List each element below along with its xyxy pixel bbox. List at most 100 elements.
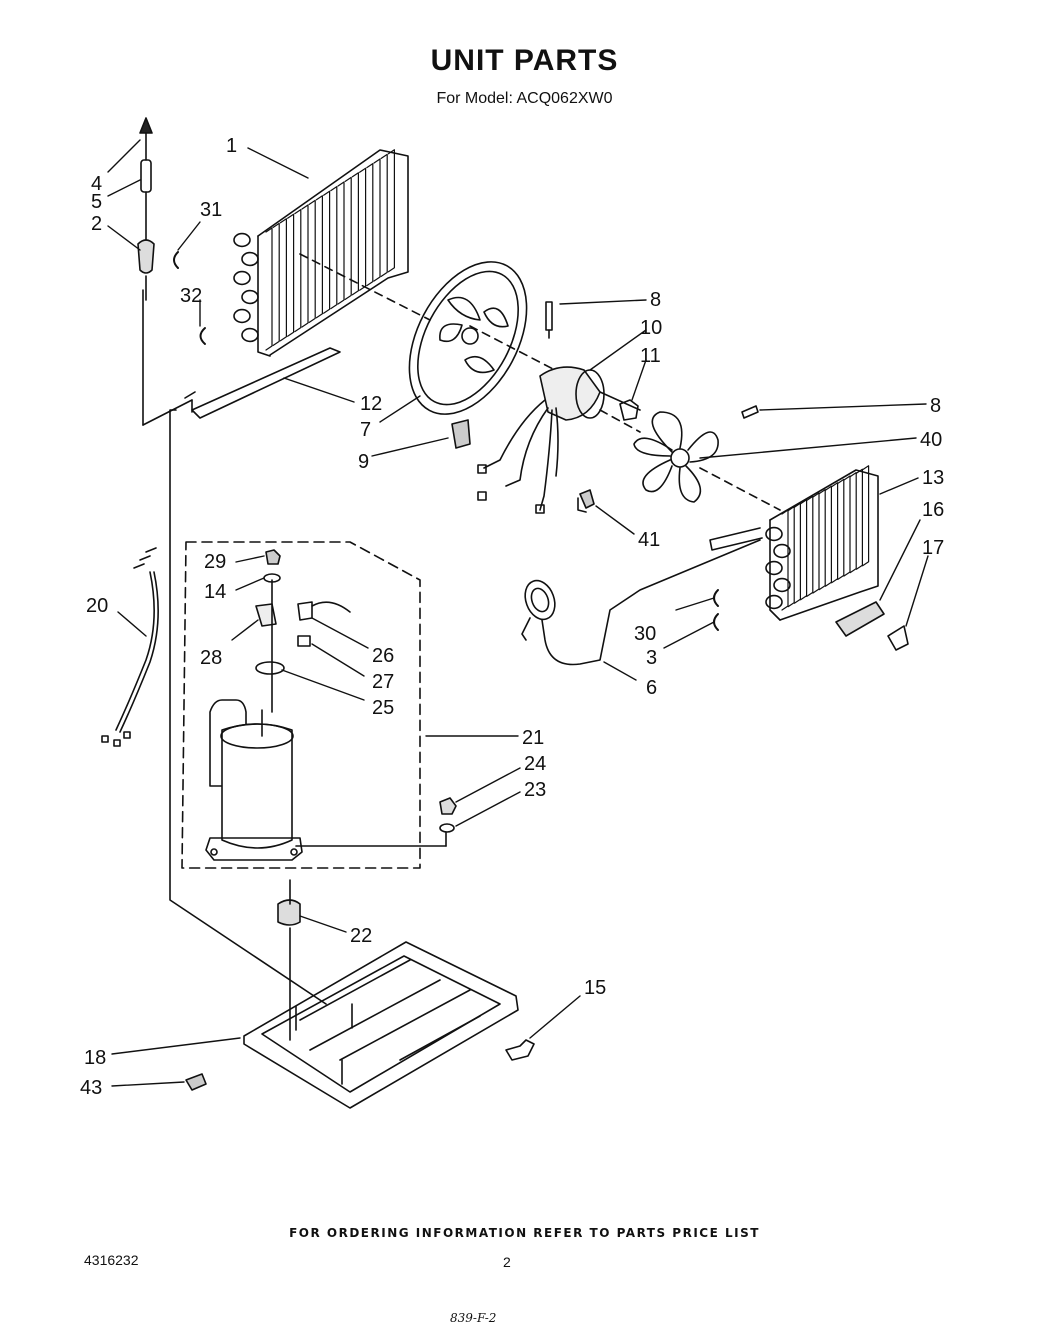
coil-fin <box>793 502 801 604</box>
capillary-tube-assembly <box>137 117 193 426</box>
evaporator-coil <box>709 465 879 621</box>
callout-29: 29 <box>204 551 226 573</box>
callout-41: 41 <box>638 529 660 551</box>
drain-tube <box>184 347 341 419</box>
callout-numbers: 1 4 5 2 31 32 8 10 11 8 40 12 7 9 13 16 … <box>80 135 944 1099</box>
coil-fin <box>272 222 280 346</box>
callout-24: 24 <box>524 753 546 775</box>
page-title: UNIT PARTS <box>430 44 619 77</box>
coil-fin <box>337 181 345 305</box>
callout-13: 13 <box>922 467 944 489</box>
callout-14: 14 <box>204 581 226 603</box>
coil-fin <box>843 475 851 577</box>
coil-tube-bend <box>773 577 791 593</box>
coil-fin <box>387 149 395 273</box>
callout-27: 27 <box>372 671 394 693</box>
callout-3: 3 <box>646 647 657 669</box>
leader-lines <box>107 139 929 1087</box>
coil-tube-bend <box>233 308 251 324</box>
callout-15: 15 <box>584 977 606 999</box>
coil-fin <box>366 163 374 287</box>
callout-23: 23 <box>524 779 546 801</box>
callout-8-top: 8 <box>650 289 661 311</box>
coil-fin <box>301 204 309 328</box>
callout-4: 4 <box>91 173 102 195</box>
coil-tube-bend <box>773 543 791 559</box>
callout-17: 17 <box>922 537 944 559</box>
wire-harness <box>101 547 159 747</box>
callout-21: 21 <box>522 727 544 749</box>
refrigerant-tube <box>521 539 761 666</box>
callout-18: 18 <box>84 1047 106 1069</box>
coil-fin <box>837 478 845 580</box>
callout-6: 6 <box>646 677 657 699</box>
coil-fin <box>831 482 839 584</box>
coil-fin <box>800 499 808 601</box>
compressor <box>205 579 303 861</box>
callout-2: 2 <box>91 213 102 235</box>
callout-22: 22 <box>350 925 372 947</box>
coil-tube-bend <box>233 270 251 286</box>
coil-fin <box>315 195 323 319</box>
coil-tube-bend <box>241 289 259 305</box>
coil-fin <box>359 167 367 291</box>
coil-fin <box>308 199 316 323</box>
coil-fin <box>380 153 388 277</box>
coil-fin <box>265 227 273 351</box>
callout-1: 1 <box>226 135 237 157</box>
model-subtitle: For Model: ACQ062XW0 <box>436 90 613 107</box>
callout-40: 40 <box>920 429 942 451</box>
condenser-coil <box>233 149 409 357</box>
compressor-group-outline <box>181 541 421 869</box>
fan-blade <box>633 411 719 503</box>
callout-30: 30 <box>634 623 656 645</box>
coil-fin <box>279 218 287 342</box>
coil-tube-bend <box>765 560 783 576</box>
ordering-info-note: FOR ORDERING INFORMATION REFER TO PARTS … <box>289 1226 760 1240</box>
coil-fin <box>373 158 381 282</box>
coil-fin <box>818 489 826 591</box>
page-number: 2 <box>503 1254 511 1270</box>
clip-part <box>451 419 471 449</box>
base-pan <box>243 941 519 1109</box>
blower-shroud <box>408 261 528 415</box>
coil-tube-bend <box>233 232 251 248</box>
coil-fin <box>812 492 820 594</box>
callout-8-right: 8 <box>930 395 941 417</box>
document-number: 4316232 <box>84 1252 139 1268</box>
callout-32: 32 <box>180 285 202 307</box>
coil-fin <box>323 190 331 314</box>
callout-11: 11 <box>640 345 661 367</box>
callout-12: 12 <box>360 393 382 415</box>
callout-25: 25 <box>372 697 394 719</box>
coil-fin <box>351 172 359 296</box>
coil-fin <box>787 506 795 608</box>
callout-9: 9 <box>358 451 369 473</box>
callout-7: 7 <box>360 419 371 441</box>
fan-motor <box>477 366 641 514</box>
callout-26: 26 <box>372 645 394 667</box>
coil-fin <box>344 176 352 300</box>
handwritten-mark: 839-F-2 <box>450 1311 497 1325</box>
callout-16: 16 <box>922 499 944 521</box>
coil-fin <box>855 468 863 570</box>
coil-tube-bend <box>241 327 259 343</box>
coil-tube-bend <box>765 526 783 542</box>
coil-fin <box>806 495 814 597</box>
callout-31: 31 <box>200 199 222 221</box>
callout-28: 28 <box>200 647 222 669</box>
callout-5: 5 <box>91 191 102 213</box>
coil-fin <box>824 485 832 587</box>
coil-fin <box>294 209 302 333</box>
coil-fin <box>287 213 295 337</box>
coil-fin <box>330 186 338 310</box>
coil-fin <box>862 465 870 567</box>
callout-10: 10 <box>640 317 662 339</box>
coil-fin <box>781 509 789 611</box>
coil-tube-bend <box>241 251 259 267</box>
coil-tube-bend <box>765 594 783 610</box>
callout-20: 20 <box>86 595 108 617</box>
callout-43: 43 <box>80 1077 102 1099</box>
